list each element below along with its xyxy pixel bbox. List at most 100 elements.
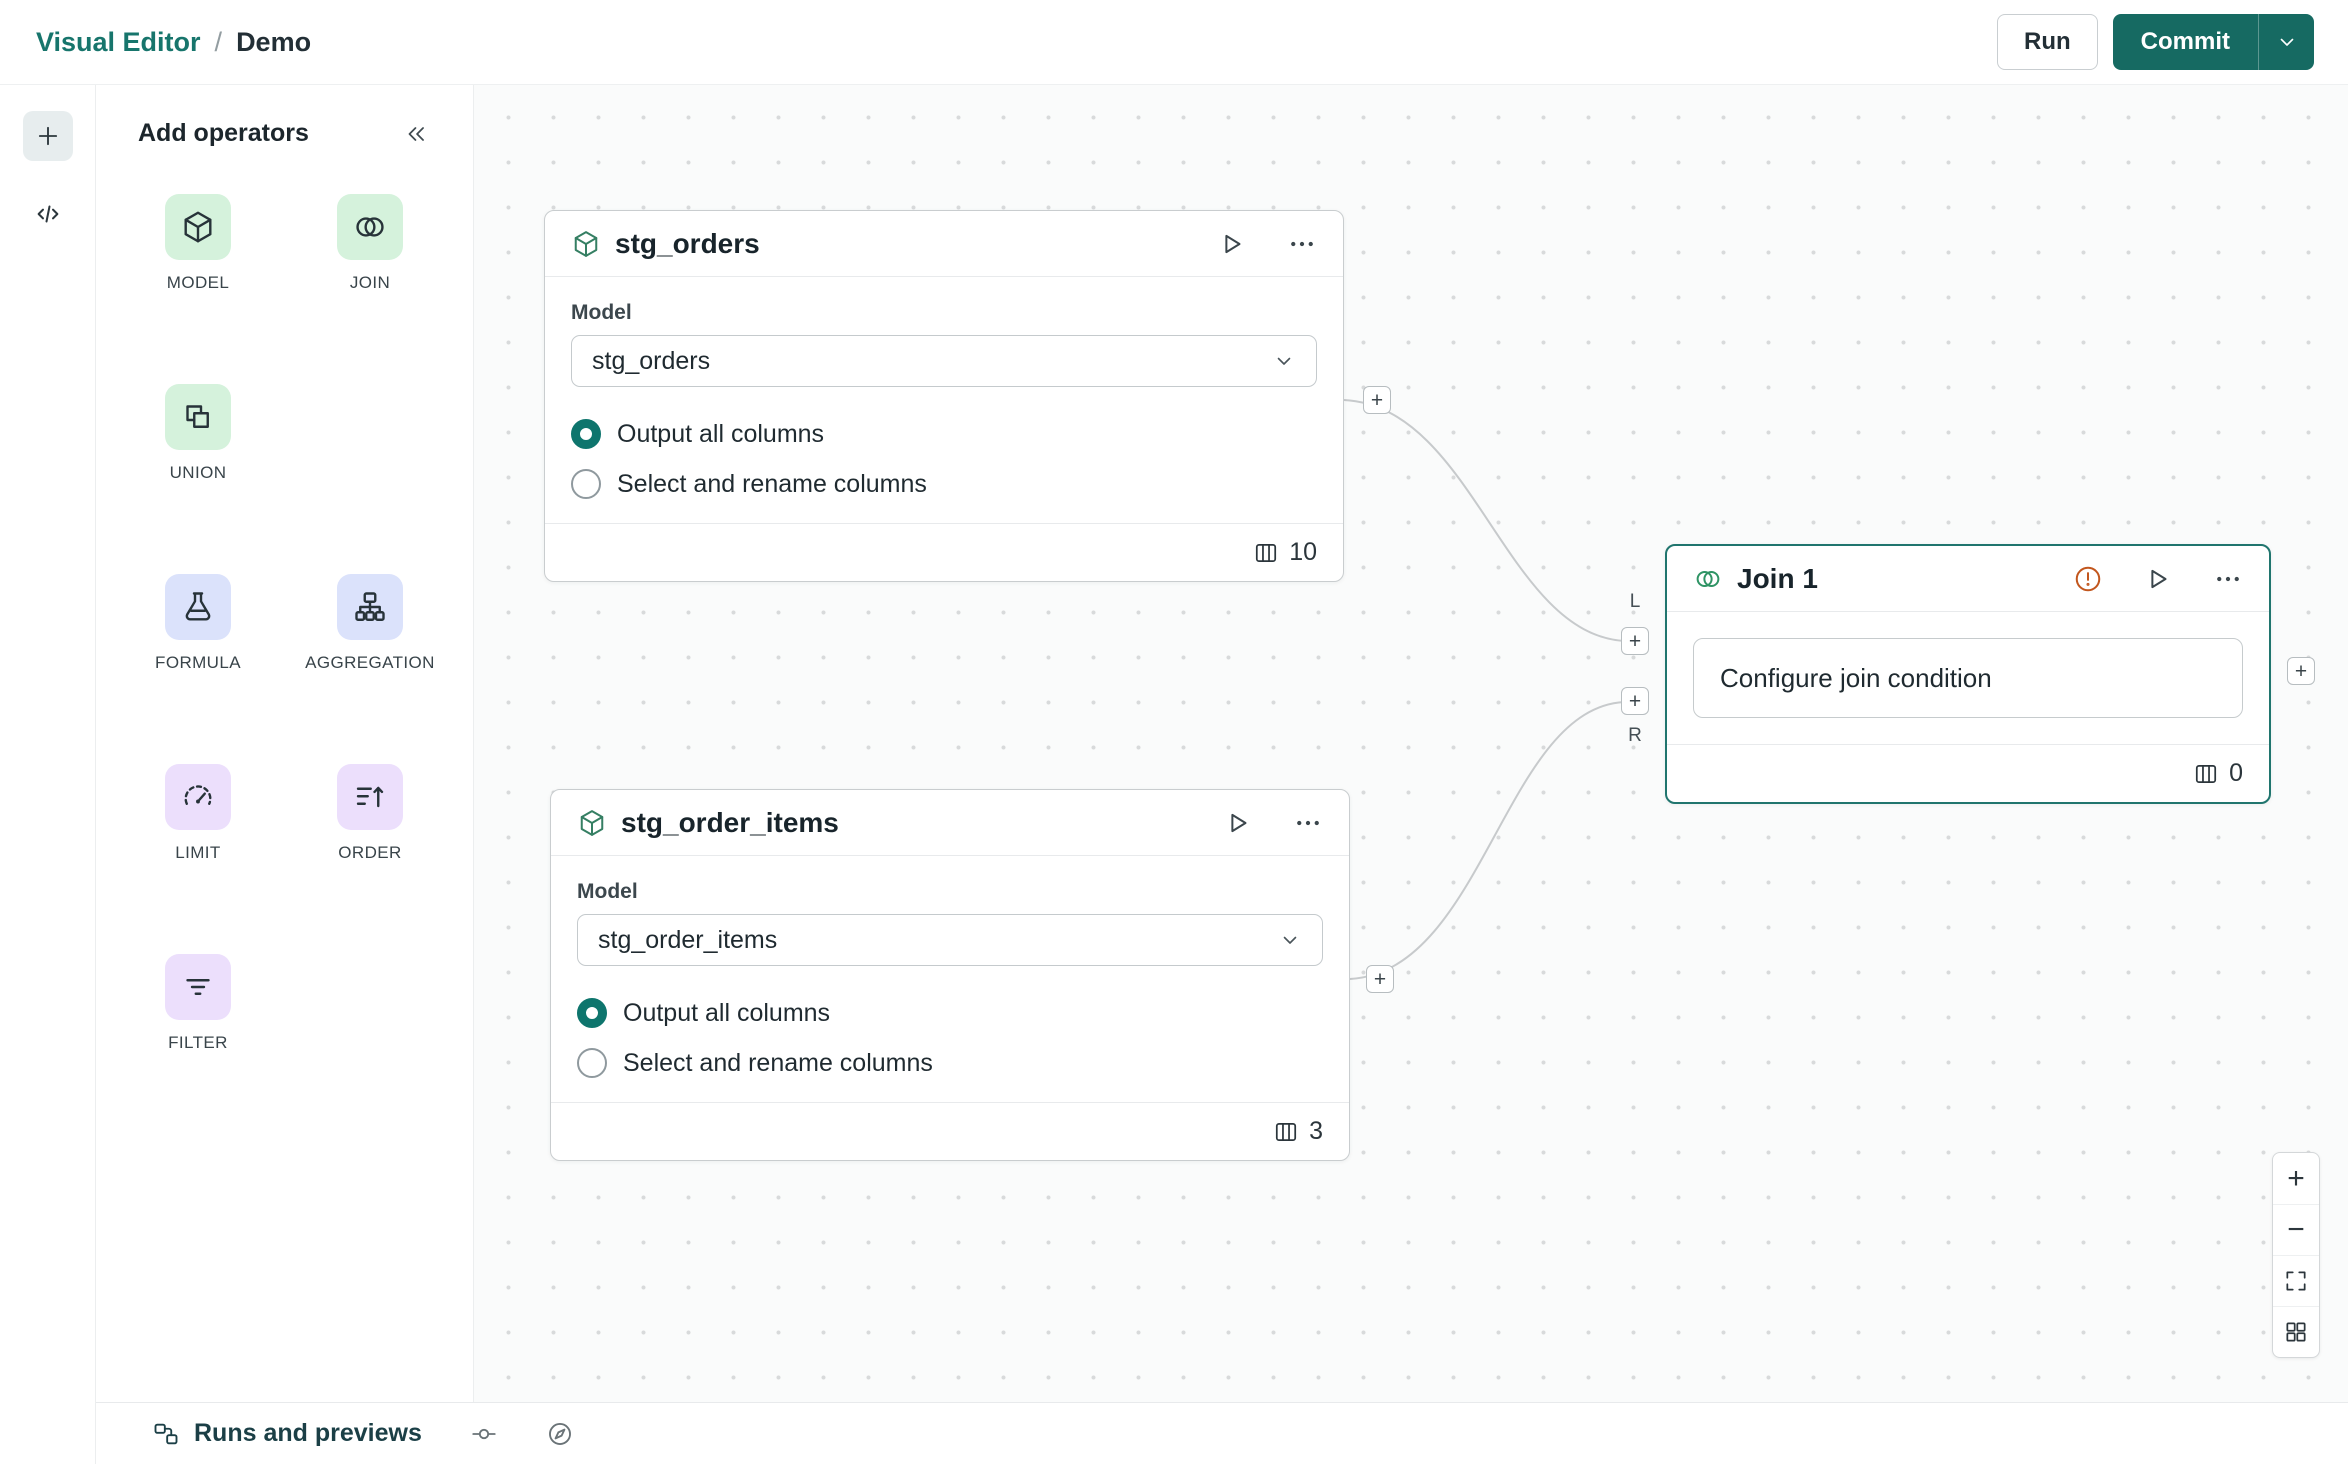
columns-icon: [2193, 761, 2219, 787]
node-footer: 0: [1667, 744, 2269, 802]
operator-union[interactable]: UNION: [165, 384, 231, 483]
add-operator-rail-button[interactable]: [22, 111, 73, 161]
filter-lines-icon: [165, 954, 231, 1020]
operator-label: ORDER: [338, 843, 402, 862]
radio-output-all-columns[interactable]: Output all columns: [577, 988, 1323, 1038]
commit-button[interactable]: Commit: [2112, 14, 2258, 70]
join-left-input-port[interactable]: +: [1621, 627, 1649, 655]
node-run-button[interactable]: [1217, 229, 1247, 259]
node-header: stg_order_items: [551, 790, 1349, 856]
node-footer: 10: [545, 523, 1343, 581]
add-operators-panel: Add operators MODEL JOIN UNION: [96, 85, 474, 1402]
runs-and-previews-label: Runs and previews: [194, 1419, 422, 1447]
operator-label: FORMULA: [155, 653, 241, 672]
run-button[interactable]: Run: [1997, 14, 2098, 70]
runs-and-previews-button[interactable]: Runs and previews: [152, 1419, 422, 1448]
model-cube-icon: [571, 229, 601, 259]
operator-label: FILTER: [168, 1033, 228, 1052]
node-body: Model stg_orders Output all columns Sele…: [545, 277, 1343, 523]
union-squares-icon: [165, 384, 231, 450]
radio-select-rename-columns[interactable]: Select and rename columns: [577, 1038, 1323, 1088]
operator-label: JOIN: [349, 273, 391, 292]
warning-icon: [2073, 564, 2103, 594]
configure-join-condition-button[interactable]: Configure join condition: [1693, 638, 2243, 718]
operator-label: AGGREGATION: [305, 653, 435, 672]
operator-aggregation[interactable]: AGGREGATION: [305, 574, 435, 673]
output-port-join-1[interactable]: +: [2287, 657, 2315, 685]
commit-status-button[interactable]: [470, 1420, 498, 1448]
node-stg-order-items[interactable]: stg_order_items Model stg_order_items Ou…: [550, 789, 1350, 1161]
zoom-out-button[interactable]: −: [2273, 1204, 2319, 1255]
breadcrumb: Visual Editor / Demo: [36, 27, 311, 58]
zoom-controls: + −: [2272, 1152, 2320, 1358]
gauge-icon: [165, 764, 231, 830]
radio-selected-icon: [577, 998, 607, 1028]
model-field-label: Model: [577, 880, 638, 903]
node-run-button[interactable]: [2143, 564, 2173, 594]
operator-filter[interactable]: FILTER: [165, 954, 231, 1053]
model-field-label: Model: [571, 301, 632, 324]
model-select[interactable]: stg_orders: [571, 335, 1317, 387]
join-right-input-port[interactable]: +: [1621, 687, 1649, 715]
node-body: Configure join condition: [1667, 612, 2269, 744]
node-title: stg_order_items: [621, 806, 839, 838]
model-select[interactable]: stg_order_items: [577, 914, 1323, 966]
operator-formula[interactable]: FORMULA: [155, 574, 241, 673]
pipeline-canvas[interactable]: stg_orders Model stg_orders Output all c…: [474, 85, 2348, 1402]
node-stg-orders[interactable]: stg_orders Model stg_orders Output all c…: [544, 210, 1344, 582]
chevron-down-icon: [2275, 30, 2299, 54]
fit-view-button[interactable]: [2273, 1255, 2319, 1306]
column-count: 0: [2229, 759, 2243, 787]
join-right-port-label: R: [1628, 725, 1642, 746]
left-icon-rail: [0, 85, 96, 1464]
node-footer: 3: [551, 1102, 1349, 1160]
node-title: stg_orders: [615, 227, 760, 259]
operator-label: LIMIT: [175, 843, 221, 862]
sort-icon: [337, 764, 403, 830]
join-venn-icon: [1693, 564, 1723, 594]
compass-icon: [546, 1420, 574, 1448]
radio-unselected-icon: [571, 469, 601, 499]
operators-panel-title: Add operators: [138, 119, 309, 147]
runs-icon: [152, 1420, 180, 1448]
output-port-stg-orders[interactable]: +: [1363, 386, 1391, 414]
operator-model[interactable]: MODEL: [165, 194, 231, 293]
connection-lines: [1343, 399, 1625, 980]
node-menu-button[interactable]: [1293, 808, 1323, 838]
git-commit-icon: [470, 1420, 498, 1448]
node-title: Join 1: [1737, 562, 1818, 594]
zoom-in-button[interactable]: +: [2287, 1161, 2305, 1195]
bottom-bar: Runs and previews: [96, 1402, 2348, 1464]
grid-icon: [2283, 1319, 2309, 1345]
flask-icon: [164, 574, 231, 640]
columns-icon: [1253, 540, 1279, 566]
fullscreen-icon: [2283, 1268, 2309, 1294]
sitemap-icon: [337, 574, 403, 640]
explore-button[interactable]: [546, 1420, 574, 1448]
breadcrumb-separator: /: [214, 26, 223, 57]
output-port-stg-order-items[interactable]: +: [1366, 965, 1394, 993]
radio-label: Select and rename columns: [617, 469, 927, 498]
model-select-value: stg_orders: [592, 346, 711, 375]
radio-label: Output all columns: [623, 998, 831, 1027]
code-icon: [33, 199, 63, 229]
commit-dropdown-button[interactable]: [2258, 14, 2314, 70]
chevron-down-icon: [1278, 928, 1302, 952]
node-menu-button[interactable]: [1287, 229, 1317, 259]
collapse-panel-button[interactable]: [403, 121, 429, 147]
operator-order[interactable]: ORDER: [337, 764, 403, 863]
radio-label: Select and rename columns: [623, 1048, 933, 1077]
auto-layout-button[interactable]: [2273, 1306, 2319, 1357]
breadcrumb-visual-editor[interactable]: Visual Editor: [36, 26, 201, 57]
radio-unselected-icon: [577, 1048, 607, 1078]
code-view-rail-button[interactable]: [23, 189, 73, 239]
radio-output-all-columns[interactable]: Output all columns: [571, 409, 1317, 459]
operator-limit[interactable]: LIMIT: [165, 764, 231, 863]
node-run-button[interactable]: [1223, 808, 1253, 838]
node-menu-button[interactable]: [2213, 564, 2243, 594]
node-join-1[interactable]: Join 1 Configure join condition 0: [1665, 544, 2271, 804]
model-select-value: stg_order_items: [598, 925, 778, 954]
operator-join[interactable]: JOIN: [337, 194, 403, 293]
radio-select-rename-columns[interactable]: Select and rename columns: [571, 459, 1317, 509]
